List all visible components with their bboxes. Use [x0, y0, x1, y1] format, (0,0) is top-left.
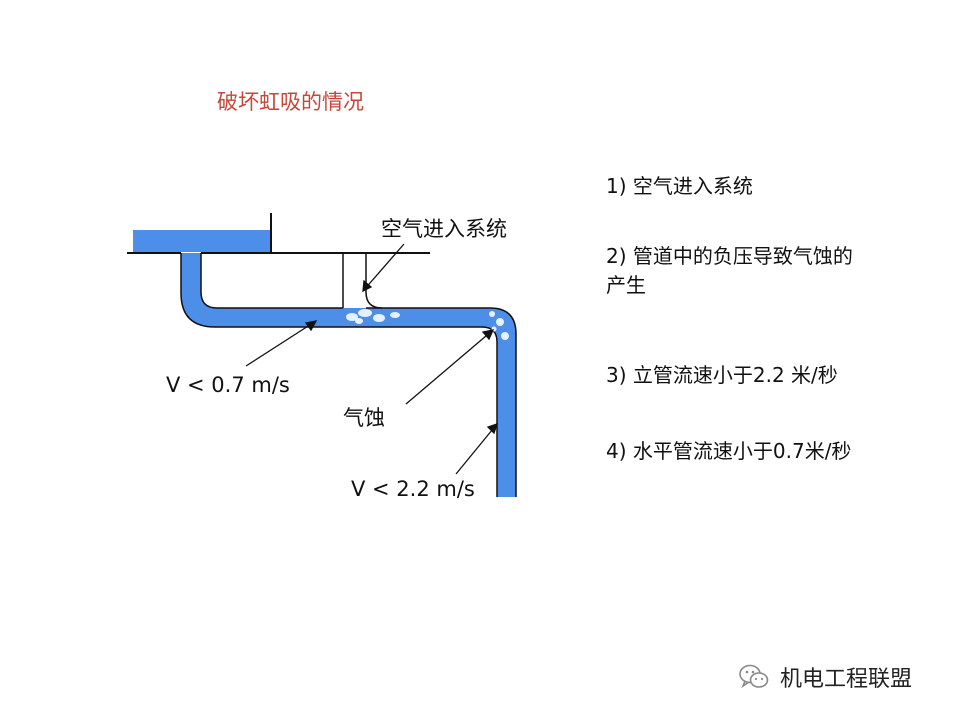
watermark-text: 机电工程联盟: [780, 667, 913, 692]
gutter-water: [133, 230, 272, 252]
pipe-outline-left: [180, 253, 498, 497]
note-2-continued: 产生: [606, 273, 646, 297]
note-1: 1) 空气进入系统: [606, 174, 753, 198]
pipe-outline-right: [200, 253, 517, 497]
note-2: 2) 管道中的负压导致气蚀的: [606, 244, 853, 268]
air-bubbles: [346, 309, 400, 324]
air-inlet-label: 空气进入系统: [381, 217, 507, 241]
leader-arrows: [245, 243, 499, 475]
watermark: 机电工程联盟: [738, 662, 912, 692]
vertical-velocity-label: V < 2.2 m/s: [351, 477, 475, 501]
air-inlet-curve: [365, 291, 383, 309]
note-3: 3) 立管流速小于2.2 米/秒: [606, 363, 838, 387]
pipe-water: [181, 253, 516, 497]
slide-title: 破坏虹吸的情况: [217, 90, 364, 114]
horizontal-velocity-label: V < 0.7 m/s: [166, 373, 290, 397]
cavitation-label: 气蚀: [343, 406, 385, 430]
wechat-icon: [739, 664, 769, 689]
note-4: 4) 水平管流速小于0.7米/秒: [606, 439, 852, 463]
